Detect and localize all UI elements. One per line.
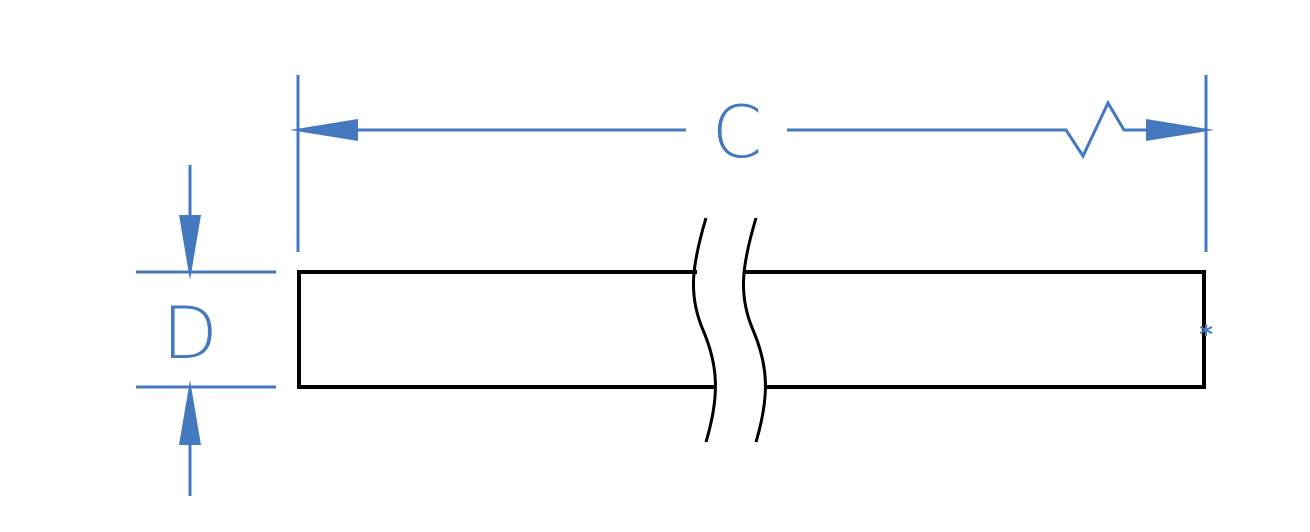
arrow-left-icon [290,119,358,141]
arrow-right-icon [1146,119,1214,141]
break-curve-left [691,217,717,443]
arrow-up-icon [179,380,201,445]
bar-outline [297,270,1206,389]
length-dimension: C [290,75,1214,252]
bar-right-segment [745,270,1206,389]
zigzag-icon [787,99,1150,160]
diameter-label: D [162,291,217,375]
bar-left-segment [297,270,716,389]
break-curve-right [741,217,767,443]
diameter-dimension: D [136,165,276,496]
length-label: C [712,90,762,174]
end-marker: * [1199,320,1213,350]
arrow-down-icon [179,215,201,280]
break-line-icon [691,217,767,443]
